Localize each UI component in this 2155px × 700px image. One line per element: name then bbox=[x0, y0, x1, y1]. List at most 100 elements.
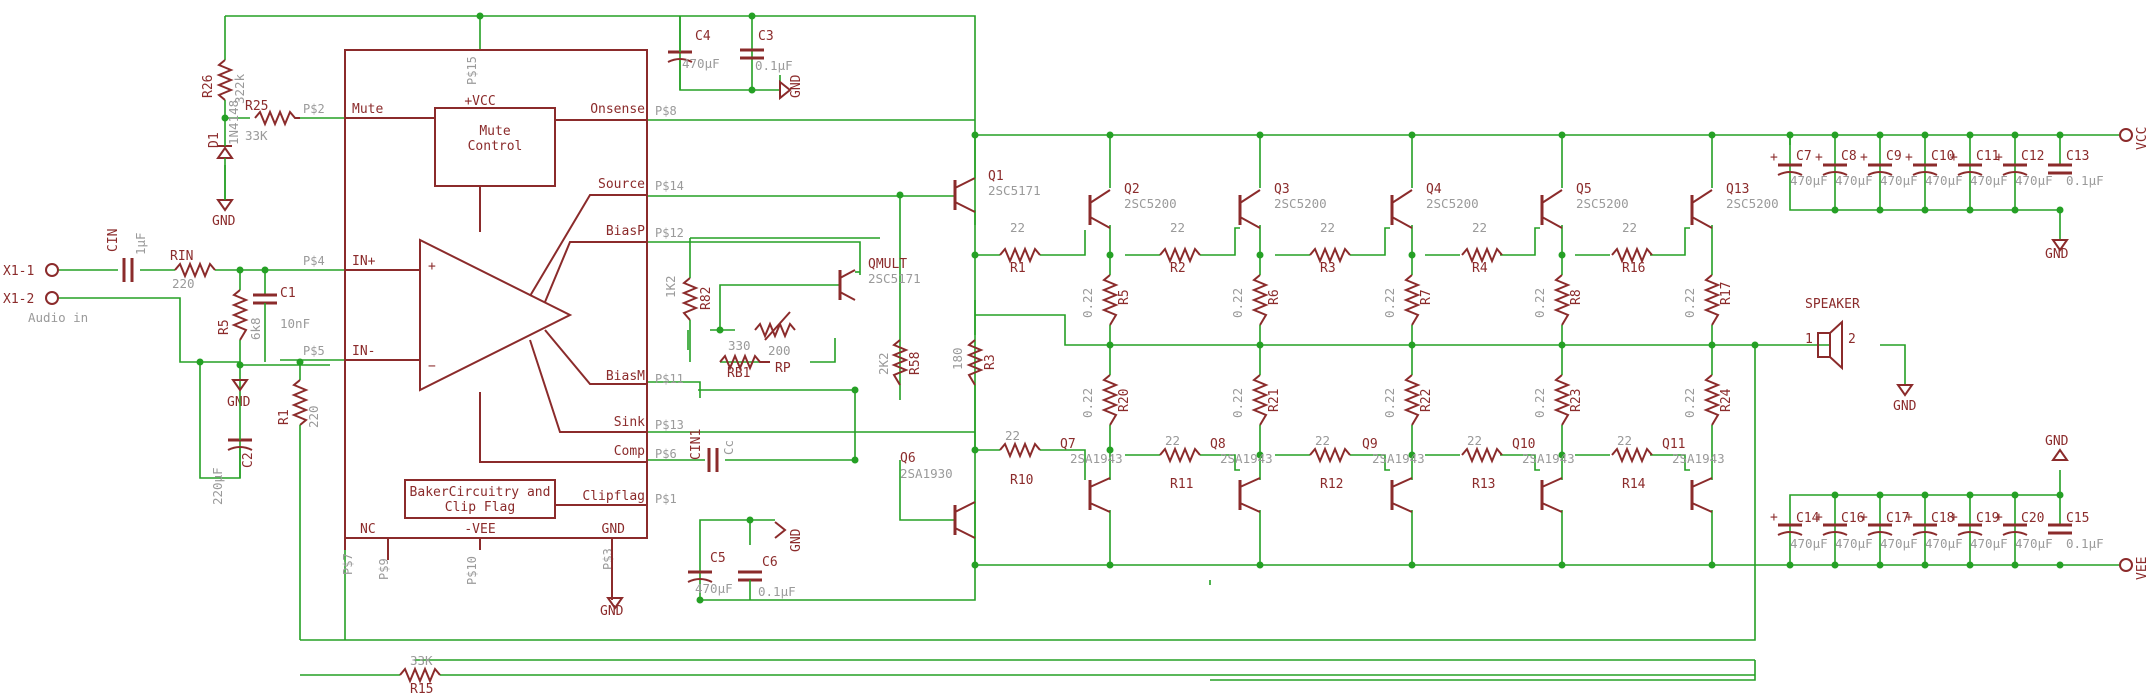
re-top-value-2: 0.22 bbox=[1382, 288, 1397, 318]
transistor-qmult[interactable]: QMULT 2SC5171 bbox=[838, 257, 921, 301]
capacitor-c5[interactable]: C5 470μF bbox=[687, 551, 733, 596]
capacitor-cin[interactable]: CIN 1μF bbox=[106, 229, 148, 282]
resistor-r15[interactable]: 33K R15 bbox=[300, 653, 1755, 697]
connector-x1-2[interactable]: X1-2 Audio in bbox=[3, 291, 88, 325]
capacitor-cin1[interactable]: CIN1 Cc bbox=[689, 429, 736, 472]
rtop-value-4: 22 bbox=[1622, 220, 1637, 235]
cap-value-vcc-bank-5: 470μF bbox=[2015, 173, 2053, 188]
gnd-symbols: GND GND GND GND GND GND GND GND bbox=[212, 74, 2069, 619]
pad-14: P$14 bbox=[655, 179, 684, 193]
q6-name: Q6 bbox=[900, 451, 916, 466]
resistor-rin[interactable]: RIN 220 bbox=[170, 249, 216, 291]
mute-block-line1: Mute bbox=[479, 124, 510, 139]
pnp-value-0: 2SA1943 bbox=[1070, 451, 1123, 466]
capacitor-c3[interactable]: C3 0.1μF bbox=[740, 29, 793, 73]
amplifier-ic: Mute Control + − BakerCircuitry and Clip… bbox=[303, 49, 684, 600]
capacitor-c4[interactable]: C4 470μF bbox=[667, 16, 720, 90]
pin-comp: Comp bbox=[614, 444, 645, 459]
cap-plus-vee-bank-4: + bbox=[1950, 510, 1958, 525]
pnp-name-4: Q11 bbox=[1662, 437, 1685, 452]
resistor-r5-input[interactable]: R5 6k8 bbox=[217, 289, 263, 341]
capacitor-c6[interactable]: C6 0.1μF bbox=[738, 555, 796, 600]
transistor-q6[interactable]: Q6 2SA1930 bbox=[900, 451, 976, 539]
rtop-value-0: 22 bbox=[1010, 220, 1025, 235]
pin-biasm: BiasM bbox=[606, 369, 645, 384]
capacitor-c1[interactable]: C1 10nF bbox=[253, 286, 310, 331]
cap-plus-vee-bank-3: + bbox=[1905, 510, 1913, 525]
npn-value-0: 2SC5200 bbox=[1124, 196, 1177, 211]
pin-biasp: BiasP bbox=[606, 224, 645, 239]
rbot-name-3: R13 bbox=[1472, 477, 1495, 492]
diode-d1[interactable]: D1 1N4148 bbox=[207, 100, 241, 200]
resistor-r25[interactable]: R25 33K bbox=[245, 99, 300, 143]
connector-vee[interactable]: VEE bbox=[2119, 557, 2150, 580]
potentiometer-rp[interactable]: 200 RP bbox=[754, 311, 796, 376]
resistor-r26[interactable]: R26 322k bbox=[201, 59, 247, 104]
qmult-value: 2SC5171 bbox=[868, 271, 921, 286]
resistor-r1-feedback[interactable]: R1 220 bbox=[277, 379, 321, 470]
resistor-rb1[interactable]: 330 RB1 bbox=[719, 338, 770, 381]
speaker[interactable]: SPEAKER 1 2 bbox=[1805, 297, 1860, 371]
resistor-r58[interactable]: R58 2K2 bbox=[876, 339, 923, 386]
resistor-r3-driver[interactable]: R3 180 bbox=[950, 339, 998, 386]
re-top-name-4: R17 bbox=[1719, 282, 1734, 305]
d1-value: 1N4148 bbox=[226, 100, 241, 145]
rb1-name: RB1 bbox=[727, 366, 750, 381]
wires bbox=[58, 15, 2120, 681]
connector-x1-1[interactable]: X1-1 bbox=[3, 263, 59, 279]
capacitor-c2[interactable]: C2 220μF bbox=[199, 362, 256, 505]
connector-vcc[interactable]: VCC bbox=[2119, 127, 2150, 150]
d1-name: D1 bbox=[207, 132, 222, 148]
cin-value: 1μF bbox=[133, 232, 148, 255]
resistor-r82[interactable]: R82 1K2 bbox=[663, 275, 714, 321]
npn-value-2: 2SC5200 bbox=[1426, 196, 1479, 211]
transistor-q1[interactable]: Q1 2SC5171 bbox=[953, 135, 1041, 213]
cap-plus-vcc-bank-2: + bbox=[1860, 150, 1868, 165]
